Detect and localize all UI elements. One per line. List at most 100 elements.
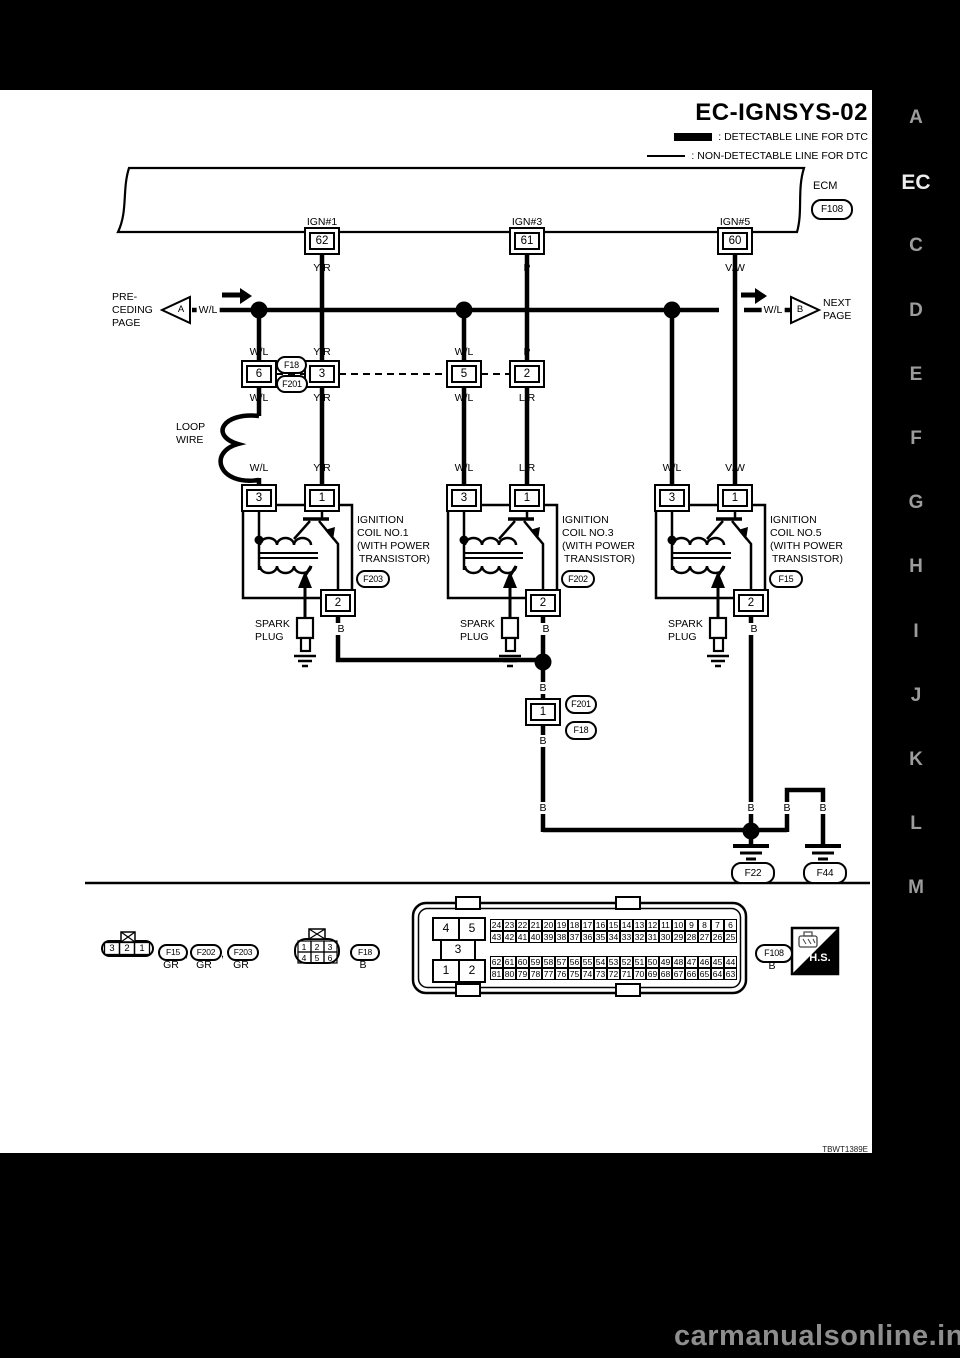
ground-ref-f44: F44 bbox=[803, 862, 847, 884]
ecm-view-pin-61: 61 bbox=[503, 956, 516, 968]
margin-tab-g: G bbox=[908, 492, 924, 514]
spark-plug-label: SPARK bbox=[255, 618, 290, 630]
wire-color-label: B bbox=[537, 735, 549, 747]
ecm-view-cell: 3 bbox=[454, 942, 462, 956]
connector-ref: F202 bbox=[561, 570, 595, 588]
coil-name: IGNITION bbox=[357, 514, 404, 526]
view2-cell: 6 bbox=[327, 953, 333, 963]
margin-tab-l: L bbox=[910, 813, 922, 835]
ecm-view-pin-8: 8 bbox=[698, 919, 711, 931]
wire-color-label: B bbox=[781, 802, 793, 814]
terminal-name: IGN#5 bbox=[719, 216, 751, 228]
ecm-view-pin-12: 12 bbox=[646, 919, 659, 931]
legend-label: : NON-DETECTABLE LINE FOR DTC bbox=[691, 150, 868, 162]
margin-tab-ec: EC bbox=[901, 171, 931, 195]
wire-color-label: Y/R bbox=[313, 346, 331, 358]
margin-tab-h: H bbox=[909, 556, 923, 578]
ecm-view-pin-36: 36 bbox=[581, 931, 594, 943]
ecm-view-pin-59: 59 bbox=[529, 956, 542, 968]
view1-cell: 2 bbox=[124, 943, 130, 954]
coil-pin: 1 bbox=[523, 492, 531, 504]
ecm-view-pin-77: 77 bbox=[542, 968, 555, 980]
wire-color-label: Y/R bbox=[313, 392, 331, 404]
coil-pin: 3 bbox=[668, 492, 676, 504]
ecm-view-pin-13: 13 bbox=[633, 919, 646, 931]
view2-cell: 5 bbox=[314, 953, 320, 963]
loop-wire-label: WIRE bbox=[176, 434, 204, 446]
marker-letter: B bbox=[796, 304, 804, 315]
wire-color-label: W/L bbox=[454, 346, 474, 358]
next-page-marker-icon bbox=[790, 295, 822, 325]
wire-color-label: Y/R bbox=[313, 262, 331, 274]
wire-color-label: W/L bbox=[662, 462, 682, 474]
ecm-view-pin-38: 38 bbox=[555, 931, 568, 943]
ecm-view-pin-41: 41 bbox=[516, 931, 529, 943]
ecm-view-pin-64: 64 bbox=[711, 968, 724, 980]
ecm-view-pin-46: 46 bbox=[698, 956, 711, 968]
connector-pin: 6 bbox=[255, 368, 263, 380]
connector-pin: 3 bbox=[318, 368, 326, 380]
ecm-view-pin-52: 52 bbox=[620, 956, 633, 968]
view2-cell: 1 bbox=[301, 942, 307, 952]
coil-name: IGNITION bbox=[770, 514, 817, 526]
ecm-view-pin-65: 65 bbox=[698, 968, 711, 980]
separator-comma: , bbox=[185, 948, 189, 960]
ecm-view-pin-19: 19 bbox=[555, 919, 568, 931]
ecm-view-pin-27: 27 bbox=[698, 931, 711, 943]
preceding-page-label: PAGE bbox=[112, 317, 141, 329]
ecm-view-pin-73: 73 bbox=[594, 968, 607, 980]
thick-line-swatch bbox=[674, 133, 713, 141]
connector-ref-f201: F201 bbox=[276, 375, 308, 393]
preceding-page-label: PRE- bbox=[112, 291, 138, 303]
terminal-pin: 61 bbox=[520, 235, 534, 247]
wire-color-label: B bbox=[745, 802, 757, 814]
coil-name: (WITH POWER bbox=[357, 540, 430, 552]
connector-ref-f15: F15 bbox=[158, 944, 188, 961]
spark-plug-label: PLUG bbox=[668, 631, 697, 643]
ecm-view-pin-22: 22 bbox=[516, 919, 529, 931]
preceding-page-marker-icon bbox=[159, 295, 191, 325]
ecm-view-pin-48: 48 bbox=[672, 956, 685, 968]
ecm-view-pin-28: 28 bbox=[685, 931, 698, 943]
wire-color-label: Y/R bbox=[313, 462, 331, 474]
coil-name: (WITH POWER bbox=[770, 540, 843, 552]
ecm-view-pin-72: 72 bbox=[607, 968, 620, 980]
ecm-label: ECM bbox=[813, 180, 838, 192]
connector-color: B bbox=[768, 960, 776, 972]
ecm-view-pin-16: 16 bbox=[594, 919, 607, 931]
terminal-name: IGN#3 bbox=[511, 216, 543, 228]
connector-ref: F203 bbox=[356, 570, 390, 588]
splice-pin: 1 bbox=[539, 706, 547, 718]
ecm-view-pin-35: 35 bbox=[594, 931, 607, 943]
next-page-label: PAGE bbox=[823, 310, 852, 322]
ecm-view-cell: 2 bbox=[468, 963, 476, 977]
preceding-page-label: CEDING bbox=[112, 304, 153, 316]
ecm-view-pin-42: 42 bbox=[503, 931, 516, 943]
ecm-view-pin-23: 23 bbox=[503, 919, 516, 931]
ecm-view-pin-56: 56 bbox=[568, 956, 581, 968]
separator-comma: , bbox=[221, 948, 225, 960]
margin-tab-f: F bbox=[910, 428, 922, 449]
ecm-view-pin-9: 9 bbox=[685, 919, 698, 931]
wire-color-label: W/L bbox=[761, 304, 785, 316]
ecm-view-pin-75: 75 bbox=[568, 968, 581, 980]
ecm-view-pin-29: 29 bbox=[672, 931, 685, 943]
wire-color-label: W/L bbox=[249, 462, 269, 474]
ecm-view-pin-80: 80 bbox=[503, 968, 516, 980]
ecm-view-pin-45: 45 bbox=[711, 956, 724, 968]
ecm-view-pin-57: 57 bbox=[555, 956, 568, 968]
ecm-box bbox=[116, 166, 806, 234]
ecm-view-pin-11: 11 bbox=[659, 919, 672, 931]
connector-pin: 5 bbox=[460, 368, 468, 380]
next-page-label: NEXT bbox=[823, 297, 852, 309]
coil-name: COIL NO.1 bbox=[357, 527, 409, 539]
inline-connector-boxes bbox=[241, 360, 545, 388]
ecm-view-pin-67: 67 bbox=[672, 968, 685, 980]
spark-plug-label: SPARK bbox=[460, 618, 495, 630]
ecm-view-pin-76: 76 bbox=[555, 968, 568, 980]
ecm-view-pin-26: 26 bbox=[711, 931, 724, 943]
ecm-view-pin-43: 43 bbox=[490, 931, 503, 943]
ecm-view-pin-62: 62 bbox=[490, 956, 503, 968]
ecm-view-pin-6: 6 bbox=[724, 919, 737, 931]
ecm-view-pin-49: 49 bbox=[659, 956, 672, 968]
